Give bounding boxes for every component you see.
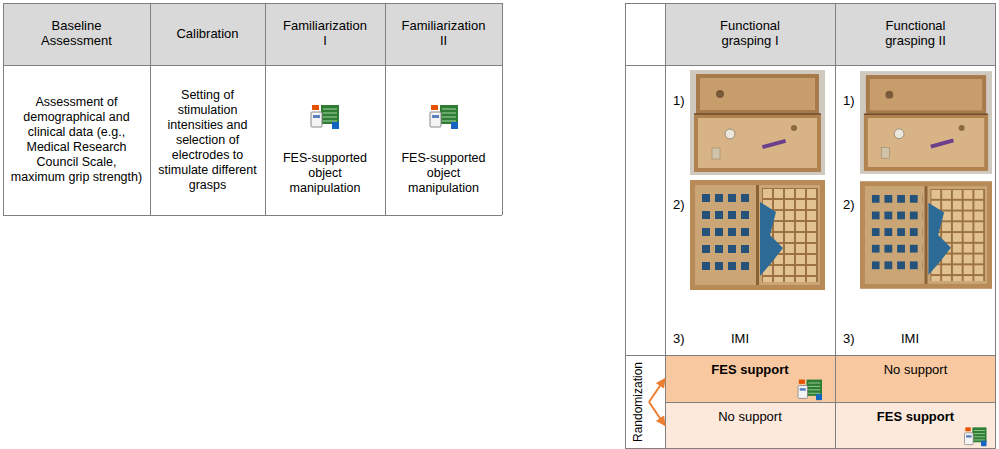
condition-label: FES support	[711, 362, 788, 378]
block-box-photo	[690, 180, 825, 290]
grid-line	[835, 3, 836, 449]
grid-line	[3, 65, 502, 66]
callout-number: 2)	[843, 197, 855, 213]
task-box-photo	[860, 71, 992, 174]
fes-device-icon	[965, 427, 987, 446]
column-heading: Baseline Assessment	[33, 19, 121, 49]
condition-cell: No support	[835, 355, 996, 402]
condition-cell: No support	[665, 402, 835, 449]
callout-number: 1)	[673, 93, 685, 109]
table-grid	[3, 3, 996, 449]
task-cell: 1) 2) 3) IMI	[835, 65, 996, 355]
header-fill	[665, 3, 996, 65]
cell-text: Assessment of demographical and clinical…	[9, 95, 144, 185]
task-box-photo	[690, 70, 825, 175]
header-cell: Functional grasping II	[835, 3, 996, 65]
grid-line	[625, 3, 626, 449]
header-cell: Functional grasping I	[665, 3, 835, 65]
row-fill	[665, 402, 996, 449]
cell-text: Setting of stimulation intensities and s…	[156, 88, 259, 193]
callout-number: 2)	[673, 197, 685, 213]
grid-line	[3, 3, 4, 215]
column-heading: Functional grasping II	[872, 19, 960, 49]
grid-line	[665, 402, 996, 403]
grid-line	[625, 355, 996, 356]
grid-line	[625, 448, 996, 449]
grid-line	[665, 3, 666, 449]
header-fill	[3, 3, 502, 65]
grid-line	[3, 215, 502, 216]
header-cell: Familiarization I	[265, 3, 385, 65]
randomization-arrow	[649, 402, 665, 426]
table-cell: FES-supported object manipulation	[385, 65, 502, 215]
header-cell: Calibration	[150, 3, 265, 65]
column-heading: Calibration	[176, 27, 238, 42]
column-heading: Functional grasping I	[706, 19, 794, 49]
table-cell: FES-supported object manipulation	[265, 65, 385, 215]
callout-number: 1)	[843, 93, 855, 109]
callout-number: 3)	[673, 331, 685, 347]
block-box-photo	[860, 181, 992, 289]
header-cell: Familiarization II	[385, 3, 502, 65]
cell-text: FES-supported object manipulation	[275, 151, 375, 196]
column-heading: Familiarization I	[281, 19, 369, 49]
side-label: Randomization	[631, 362, 645, 442]
table-cell: Setting of stimulation intensities and s…	[150, 65, 265, 215]
callout-number: IMI	[901, 331, 919, 347]
grid-line	[995, 3, 996, 449]
condition-cell: FES support	[835, 402, 996, 449]
fes-device-icon	[430, 105, 458, 129]
fes-device-icon	[798, 380, 822, 401]
task-cell: 1) 2) 3) IMI	[665, 65, 835, 355]
grid-line	[265, 3, 266, 215]
callout-number: 3)	[843, 331, 855, 347]
table-cell: Assessment of demographical and clinical…	[3, 65, 150, 215]
condition-cell: FES support	[665, 355, 835, 402]
condition-label: FES support	[877, 409, 954, 425]
grid-line	[3, 3, 502, 4]
grid-line	[625, 65, 996, 66]
header-cell: Baseline Assessment	[3, 3, 150, 65]
condition-label: No support	[718, 409, 782, 425]
row-fill	[665, 355, 996, 402]
condition-label: No support	[884, 362, 948, 378]
callout-number: IMI	[731, 331, 749, 347]
grid-line	[385, 3, 386, 215]
fes-device-icon	[311, 105, 339, 129]
grid-line	[625, 3, 996, 4]
column-heading: Familiarization II	[400, 19, 488, 49]
cell-text: FES-supported object manipulation	[394, 151, 494, 196]
randomization-arrow	[649, 379, 665, 403]
grid-line	[150, 3, 151, 215]
randomization-cell: Randomization	[628, 357, 648, 447]
grid-line	[502, 3, 503, 215]
